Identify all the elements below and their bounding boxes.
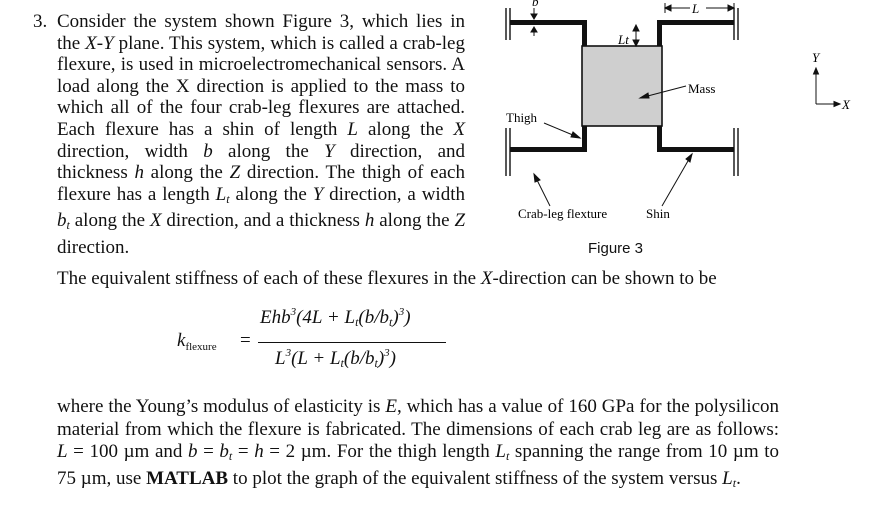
label-thigh: Thigh <box>506 110 538 125</box>
equation-denominator: L3(L + Lt(b/bt)3) <box>275 347 396 370</box>
label-shin: Shin <box>646 206 670 221</box>
label-Lt: Lt <box>617 32 629 47</box>
problem-intro: Consider the system shown Figure 3, whic… <box>57 11 466 258</box>
fraction-bar <box>258 342 446 343</box>
label-mass: Mass <box>688 81 715 96</box>
equation-numerator: Ehb3(4L + Lt(b/bt)3) <box>260 306 411 329</box>
problem-number: 3. <box>33 11 48 32</box>
axis-y-label: Y <box>812 50 821 65</box>
equation-lhs: kflexure <box>177 330 217 353</box>
figure-caption: Figure 3 <box>588 240 644 257</box>
label-b: b <box>532 0 539 9</box>
problem-closing: where the Young’s modulus of elasticity … <box>57 396 780 490</box>
stiffness-equation: kflexure = Ehb3(4L + Lt(b/bt)3) L3(L + L… <box>148 302 528 382</box>
label-crab-leg: Crab-leg flexture <box>518 206 607 221</box>
crab-leg-figure: L Lt b Mass Thigh Crab-leg flexture Shin… <box>505 0 851 221</box>
stiffness-intro: The equivalent stiffness of each of thes… <box>57 268 717 289</box>
mass-block <box>581 45 663 127</box>
equation-equals: = <box>240 330 251 351</box>
label-L: L <box>691 1 699 16</box>
axis-x-label: X <box>841 97 851 112</box>
